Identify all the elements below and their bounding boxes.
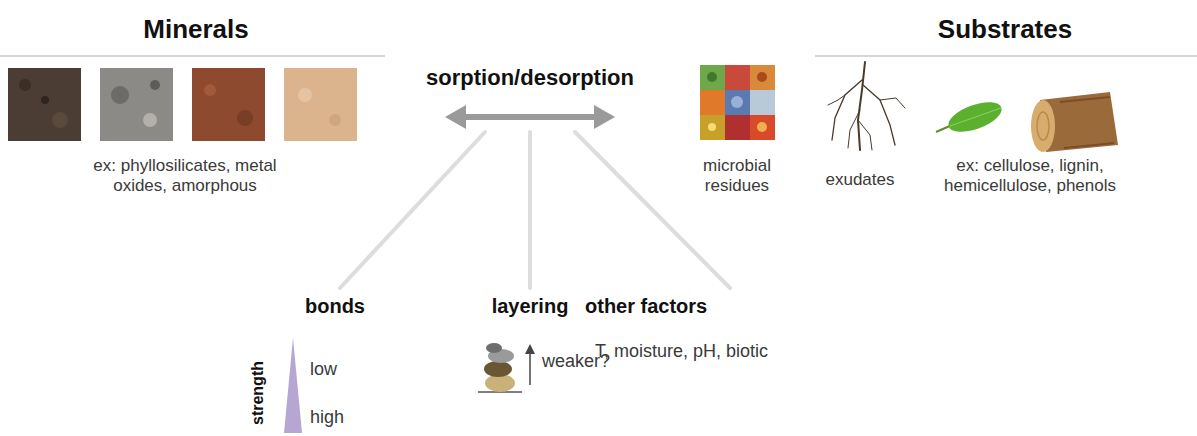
art-ellipse [1037, 112, 1049, 140]
art-polygon [594, 105, 615, 129]
art-rect [8, 68, 81, 141]
art-circle [41, 96, 49, 104]
art-ellipse [945, 96, 1006, 138]
art-rect [725, 90, 750, 115]
art-rect [192, 68, 265, 141]
mineral-samples [8, 68, 357, 141]
heading-rule [815, 55, 1197, 57]
substrate-group: Substrates microbial residues exudates ex: … [690, 8, 1197, 202]
art-circle [150, 80, 160, 90]
scale-label: low [310, 359, 337, 381]
art-path [828, 95, 845, 105]
art-line [462, 114, 598, 120]
art-rect [725, 65, 750, 90]
art-ellipse [486, 343, 502, 353]
art-circle [204, 84, 216, 96]
art-line [1060, 97, 1110, 102]
art-path [858, 120, 872, 150]
factor-heading: bonds [305, 294, 365, 318]
art-line [950, 108, 1001, 126]
art-circle [143, 113, 157, 127]
connector-line [340, 132, 485, 288]
factor-group: bonds strength low high [240, 288, 422, 436]
mineral-group: Minerals ex: phyllosilicates, metal oxide… [0, 8, 387, 202]
strength-wedge [284, 338, 302, 433]
microbe-collage [700, 65, 775, 140]
art-polygon [445, 105, 466, 129]
art-circle [757, 72, 767, 82]
art-line [1064, 143, 1114, 148]
art-rect [284, 68, 357, 141]
axis-label: strength [248, 361, 267, 425]
art-path [832, 80, 862, 140]
art-circle [298, 88, 312, 102]
art-rect [725, 115, 750, 140]
group-heading: Substrates [938, 14, 1072, 45]
up-arrow [525, 344, 535, 385]
art-path [848, 110, 860, 148]
example-text: ex: phyllosilicates, metal oxides, amorp… [78, 156, 293, 197]
art-polygon [525, 344, 535, 354]
art-circle [52, 112, 68, 128]
connector-line [528, 132, 532, 288]
art-circle [111, 86, 129, 104]
art-path [863, 85, 895, 145]
layering-pile [478, 343, 522, 392]
art-path [858, 62, 865, 150]
leaf-drawing [936, 96, 1005, 138]
log-drawing [1031, 92, 1118, 152]
art-ellipse [1031, 100, 1055, 152]
factor-heading: layering [492, 294, 569, 318]
art-rect [700, 65, 725, 90]
item-label: microbial residues [691, 156, 783, 197]
group-heading: Minerals [143, 14, 249, 45]
factor-heading: other factors [585, 294, 707, 318]
art-circle [329, 114, 341, 126]
art-ellipse [484, 361, 512, 377]
art-rect [700, 90, 725, 115]
art-circle [237, 110, 253, 126]
art-rect [750, 90, 775, 115]
art-rect [700, 115, 725, 140]
factor-list: T, moisture, pH, biotic [595, 341, 768, 363]
process-label: sorption/desorption [430, 62, 636, 134]
double-arrow [445, 105, 615, 129]
art-circle [708, 123, 716, 131]
art-circle [19, 79, 31, 91]
heading-rule [0, 55, 385, 57]
connector-line [575, 132, 730, 288]
art-rect [750, 115, 775, 140]
root-drawing [828, 62, 905, 150]
factor-group: other factors T, moisture, pH, biotic [580, 288, 832, 370]
art-circle [707, 72, 717, 82]
art-circle [757, 122, 767, 132]
art-rect [100, 68, 173, 141]
example-text: ex: cellulose, lignin, hemicellulose, ph… [930, 156, 1130, 197]
process-label-text: sorption/desorption [426, 65, 634, 91]
art-path [880, 98, 905, 108]
scale-label: high [310, 407, 344, 429]
art-circle [731, 96, 743, 108]
art-rect [750, 65, 775, 90]
art-line [529, 352, 531, 385]
item-label: exudates [826, 170, 895, 190]
